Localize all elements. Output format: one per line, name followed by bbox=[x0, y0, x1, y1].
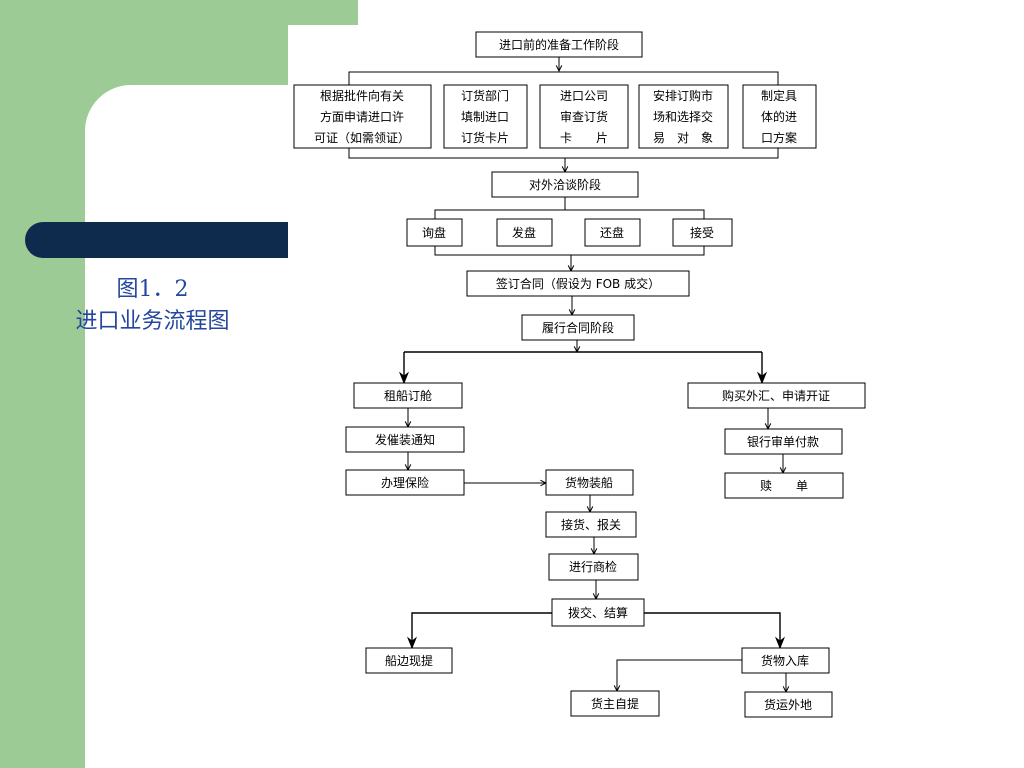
node-order-card: 订货部门 填制进口 订货卡片 bbox=[443, 84, 528, 149]
node-allocate-settle: 拨交、结算 bbox=[551, 598, 645, 627]
svg-text:口方案: 口方案 bbox=[761, 130, 797, 145]
node-receive-customs: 接货、报关 bbox=[545, 511, 637, 538]
svg-text:对外洽谈阶段: 对外洽谈阶段 bbox=[529, 177, 601, 192]
svg-text:货运外地: 货运外地 bbox=[764, 697, 812, 712]
node-redeem-docs: 赎 单 bbox=[724, 472, 844, 499]
node-warehousing: 货物入库 bbox=[741, 647, 830, 674]
svg-text:易 对 象: 易 对 象 bbox=[653, 131, 713, 145]
svg-text:拨交、结算: 拨交、结算 bbox=[568, 605, 628, 620]
svg-text:租船订舱: 租船订舱 bbox=[384, 389, 432, 403]
node-acceptance: 接受 bbox=[672, 218, 733, 247]
svg-text:购买外汇、申请开证: 购买外汇、申请开证 bbox=[722, 388, 830, 403]
svg-text:银行审单付款: 银行审单付款 bbox=[747, 434, 819, 449]
node-apply-license: 根据批件向有关 方面申请进口许 可证（如需领证） bbox=[293, 84, 432, 149]
node-bank-payment: 银行审单付款 bbox=[724, 428, 843, 455]
svg-text:还盘: 还盘 bbox=[600, 225, 624, 240]
navy-accent-bar bbox=[25, 222, 288, 258]
node-shipping-notice: 发催装通知 bbox=[345, 426, 465, 453]
edge-to-owner-pickup bbox=[617, 659, 742, 691]
svg-text:方面申请进口许: 方面申请进口许 bbox=[320, 109, 404, 124]
node-inquiry: 询盘 bbox=[406, 218, 463, 247]
node-perform-stage: 履行合同阶段 bbox=[521, 314, 635, 341]
node-inspection: 进行商检 bbox=[548, 553, 639, 581]
svg-text:签订合同（假设为 FOB 成交）: 签订合同（假设为 FOB 成交） bbox=[496, 276, 660, 291]
svg-text:接受: 接受 bbox=[690, 225, 714, 240]
node-sign-contract: 签订合同（假设为 FOB 成交） bbox=[466, 270, 690, 297]
svg-text:体的进: 体的进 bbox=[761, 109, 797, 124]
node-shipside-pickup: 船边现提 bbox=[365, 647, 453, 674]
svg-text:发盘: 发盘 bbox=[512, 225, 536, 240]
svg-text:赎 单: 赎 单 bbox=[760, 479, 808, 493]
svg-text:进口公司: 进口公司 bbox=[560, 89, 608, 103]
node-review-card: 进口公司 审查订货 卡 片 bbox=[539, 84, 629, 149]
svg-text:进行商检: 进行商检 bbox=[569, 559, 617, 574]
bus-prep-bottom bbox=[348, 148, 779, 159]
svg-text:卡 片: 卡 片 bbox=[560, 131, 608, 145]
node-offer: 发盘 bbox=[496, 218, 553, 247]
node-import-plan: 制定具 体的进 口方案 bbox=[742, 84, 817, 149]
svg-text:履行合同阶段: 履行合同阶段 bbox=[542, 320, 614, 335]
svg-text:货主自提: 货主自提 bbox=[591, 696, 639, 711]
node-arrange-market: 安排订购市 场和选择交 易 对 象 bbox=[638, 84, 729, 149]
svg-text:订货部门: 订货部门 bbox=[461, 88, 509, 103]
svg-text:订货卡片: 订货卡片 bbox=[461, 130, 509, 145]
bus-negotiation-bottom bbox=[434, 246, 705, 256]
bus-prep-top bbox=[348, 71, 779, 85]
figure-title: 进口业务流程图 bbox=[75, 309, 230, 334]
node-insurance: 办理保险 bbox=[345, 469, 465, 496]
node-charter-ship: 租船订舱 bbox=[353, 382, 463, 409]
svg-text:安排订购市: 安排订购市 bbox=[653, 88, 713, 103]
node-prep-stage: 进口前的准备工作阶段 bbox=[475, 31, 643, 58]
svg-text:填制进口: 填制进口 bbox=[461, 110, 509, 124]
node-counter-offer: 还盘 bbox=[584, 218, 641, 247]
svg-text:审查订货: 审查订货 bbox=[560, 109, 608, 124]
svg-text:可证（如需领证）: 可证（如需领证） bbox=[314, 130, 410, 145]
svg-text:船边现提: 船边现提 bbox=[385, 653, 433, 668]
svg-text:制定具: 制定具 bbox=[761, 88, 797, 103]
node-negotiation-stage: 对外洽谈阶段 bbox=[491, 171, 639, 198]
edge-to-shipside bbox=[406, 612, 552, 650]
node-buy-fx-lc: 购买外汇、申请开证 bbox=[687, 382, 866, 409]
svg-text:场和选择交: 场和选择交 bbox=[653, 109, 713, 124]
svg-text:货物装船: 货物装船 bbox=[565, 475, 613, 490]
svg-text:接货、报关: 接货、报关 bbox=[561, 517, 621, 532]
svg-text:进口前的准备工作阶段: 进口前的准备工作阶段 bbox=[499, 37, 619, 52]
svg-text:办理保险: 办理保险 bbox=[381, 475, 429, 490]
svg-text:询盘: 询盘 bbox=[422, 225, 446, 240]
node-owner-pickup: 货主自提 bbox=[570, 690, 660, 717]
svg-text:发催装通知: 发催装通知 bbox=[375, 432, 435, 447]
bus-negotiation-top bbox=[434, 209, 705, 219]
edge-to-warehouse bbox=[644, 612, 786, 650]
node-loading: 货物装船 bbox=[545, 469, 634, 496]
svg-text:货物入库: 货物入库 bbox=[761, 653, 809, 668]
svg-text:根据批件向有关: 根据批件向有关 bbox=[320, 88, 404, 103]
figure-number: 图1．2 bbox=[116, 277, 189, 302]
node-ship-elsewhere: 货运外地 bbox=[744, 691, 833, 718]
